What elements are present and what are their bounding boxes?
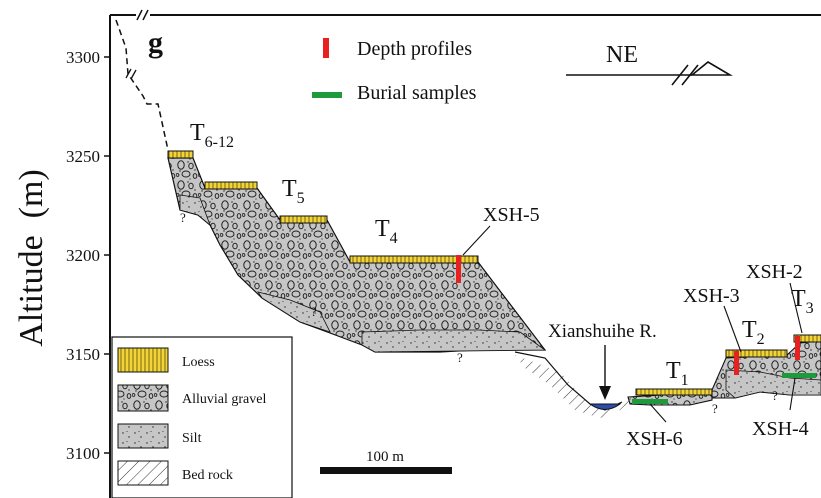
terrace-t1-main: T bbox=[666, 358, 681, 384]
depth-profile-xsh2 bbox=[795, 336, 800, 360]
legend-loess-label: Loess bbox=[182, 355, 215, 370]
burial-sample-xsh6 bbox=[632, 399, 668, 404]
key-burial-samples-label: Burial samples bbox=[357, 82, 477, 104]
silt-layer-left bbox=[257, 291, 331, 333]
terrace-t6-12-main: T bbox=[190, 120, 205, 146]
unknown-marks: ? ? ? ? ? bbox=[180, 210, 778, 416]
site-label-xsh4: XSH-4 bbox=[752, 418, 809, 440]
silt-layer-upper bbox=[179, 194, 211, 227]
terrace-t3-sub: 3 bbox=[806, 300, 814, 317]
terrace-t5-sub: 5 bbox=[297, 190, 305, 207]
burial-sample-xsh4 bbox=[782, 373, 816, 378]
unknown-mark-5: ? bbox=[772, 388, 778, 403]
legend-silt-label: Silt bbox=[182, 431, 202, 446]
unknown-mark-3: ? bbox=[457, 350, 463, 365]
terrace-label-t2: T2 bbox=[742, 317, 765, 348]
terrace-label-t1: T1 bbox=[666, 358, 689, 389]
loess-t5 bbox=[204, 181, 258, 190]
y-tick-3150: 3150 bbox=[66, 345, 100, 364]
terrace-t2-sub: 2 bbox=[757, 331, 765, 348]
direction-label: NE bbox=[606, 42, 638, 68]
depth-profile-xsh3 bbox=[734, 351, 739, 375]
y-tick-3100: 3100 bbox=[66, 444, 100, 463]
y-tick-3200: 3200 bbox=[66, 246, 100, 265]
site-label-xsh2: XSH-2 bbox=[746, 261, 803, 283]
leader-lines bbox=[462, 225, 803, 423]
site-label-xsh5: XSH-5 bbox=[483, 204, 540, 226]
terrace-label-t4: T4 bbox=[375, 216, 398, 247]
y-axis-label: Altitude (m) bbox=[13, 169, 50, 347]
loess-t1 bbox=[635, 388, 713, 396]
legend-loess-swatch bbox=[117, 347, 169, 373]
terrace-t5-main: T bbox=[282, 176, 297, 202]
terrace-label-t5: T5 bbox=[282, 176, 305, 207]
lithology-legend: Loess Alluvial gravel Silt Bed rock bbox=[111, 336, 293, 498]
y-tick-3250: 3250 bbox=[66, 147, 100, 166]
terrace-t4-sub: 4 bbox=[390, 230, 398, 247]
terrace-t1-sub: 1 bbox=[681, 372, 689, 389]
direction-indicator: NE bbox=[566, 42, 733, 86]
break-mark bbox=[125, 68, 137, 80]
terrace-label-t3: T3 bbox=[791, 286, 814, 317]
loess-t4-main bbox=[349, 255, 479, 264]
burial-sample-markers bbox=[632, 373, 816, 404]
legend-silt-swatch bbox=[117, 423, 169, 449]
key-depth-profiles-swatch bbox=[323, 38, 329, 58]
loess-t2 bbox=[725, 349, 788, 358]
bedrock-valley-hatch bbox=[515, 355, 640, 418]
key-depth-profiles-label: Depth profiles bbox=[357, 38, 472, 60]
depth-profile-xsh5 bbox=[456, 255, 461, 283]
direction-arrow-icon bbox=[689, 61, 733, 76]
terrace-t2-main: T bbox=[742, 317, 757, 343]
river-label: Xianshuihe R. bbox=[548, 321, 657, 342]
silt-layer-right bbox=[725, 369, 821, 399]
y-axis: 3300 3250 3200 3150 3100 Altitude (m) bbox=[13, 48, 110, 463]
panel-letter: g bbox=[148, 26, 163, 59]
terrace-labels: T6-12 T5 T4 T1 T2 T3 bbox=[190, 120, 814, 389]
terrace-label-t6-12: T6-12 bbox=[190, 120, 234, 151]
xianshuihe-river bbox=[588, 403, 622, 410]
silt-layer-mid bbox=[361, 329, 547, 353]
unknown-mark-2: ? bbox=[311, 304, 317, 319]
legend-bedrock-swatch bbox=[117, 460, 169, 486]
scale-bar: 100 m bbox=[320, 449, 452, 474]
legend-gravel-label: Alluvial gravel bbox=[182, 392, 266, 407]
projected-slope-line bbox=[115, 19, 169, 151]
unknown-mark-4: ? bbox=[712, 401, 718, 416]
site-label-xsh3: XSH-3 bbox=[683, 285, 740, 307]
frame bbox=[109, 9, 821, 498]
depth-profile-markers bbox=[456, 255, 800, 375]
loess-t6-12 bbox=[167, 150, 194, 159]
scale-bar-line bbox=[320, 467, 452, 474]
legend-bedrock-label: Bed rock bbox=[182, 468, 233, 483]
terrace-t4-main: T bbox=[375, 216, 390, 242]
unknown-mark-1: ? bbox=[180, 210, 186, 225]
terrace-t6-12-sub: 6-12 bbox=[205, 134, 234, 151]
loess-t3 bbox=[793, 334, 821, 343]
sample-key: Depth profiles Burial samples bbox=[312, 38, 477, 104]
key-burial-samples-swatch bbox=[312, 92, 342, 98]
river-arrow bbox=[599, 345, 611, 400]
terrace-t3-main: T bbox=[791, 286, 806, 312]
y-tick-3300: 3300 bbox=[66, 48, 100, 67]
legend-gravel-swatch bbox=[117, 384, 169, 412]
site-label-xsh6: XSH-6 bbox=[626, 428, 683, 450]
scale-bar-label: 100 m bbox=[366, 449, 404, 465]
loess-t4 bbox=[279, 215, 328, 224]
